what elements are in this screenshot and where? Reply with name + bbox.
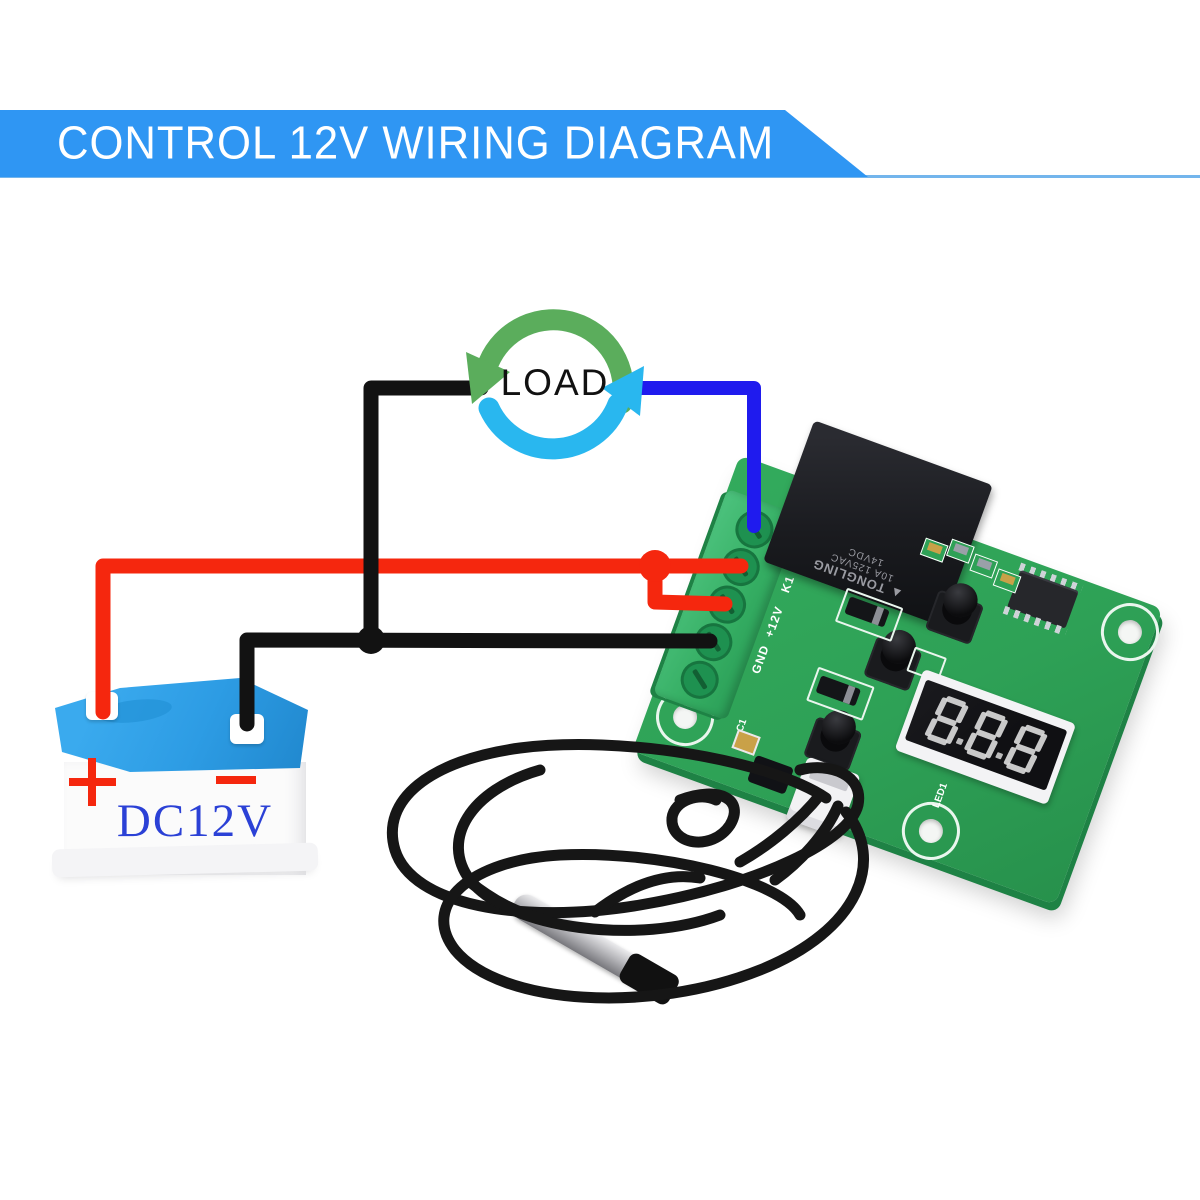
black-junction-dot xyxy=(357,626,385,654)
cable-wrap xyxy=(589,871,706,918)
load-cyan-arc xyxy=(478,393,629,460)
ref-led1: LED1 xyxy=(930,781,950,810)
plus-symbol xyxy=(88,758,96,806)
red-junction-dot xyxy=(639,550,671,582)
ceramic-capacitor xyxy=(731,728,761,756)
load-label: LOAD xyxy=(500,362,610,403)
temperature-probe xyxy=(508,889,682,1008)
smd-resistor xyxy=(969,553,999,579)
cable-knot xyxy=(666,788,740,848)
seven-segment-display xyxy=(894,668,1077,806)
battery-label: DC12V xyxy=(116,795,274,847)
battery-positive-post xyxy=(86,692,118,720)
thermostat-pcb: K0 K1 +12V GND ▲ TONGLING 10A 125VAC 14V… xyxy=(632,420,1168,905)
display-face xyxy=(904,679,1068,791)
display-digit xyxy=(995,723,1049,776)
mounting-hole xyxy=(1092,594,1168,670)
sensor-connector xyxy=(785,756,861,838)
probe-cap xyxy=(616,950,682,1008)
minus-symbol xyxy=(216,776,256,784)
battery-negative-post xyxy=(230,714,264,744)
cable-loop xyxy=(453,764,726,936)
regulator xyxy=(746,754,795,795)
black-load-wire xyxy=(363,380,489,648)
title-banner: CONTROL 12V WIRING DIAGRAM xyxy=(0,110,868,177)
battery-dc12v: DC12V xyxy=(40,670,330,895)
relay-logo-icon: ▲ xyxy=(886,583,905,603)
page-title: CONTROL 12V WIRING DIAGRAM xyxy=(57,115,775,169)
